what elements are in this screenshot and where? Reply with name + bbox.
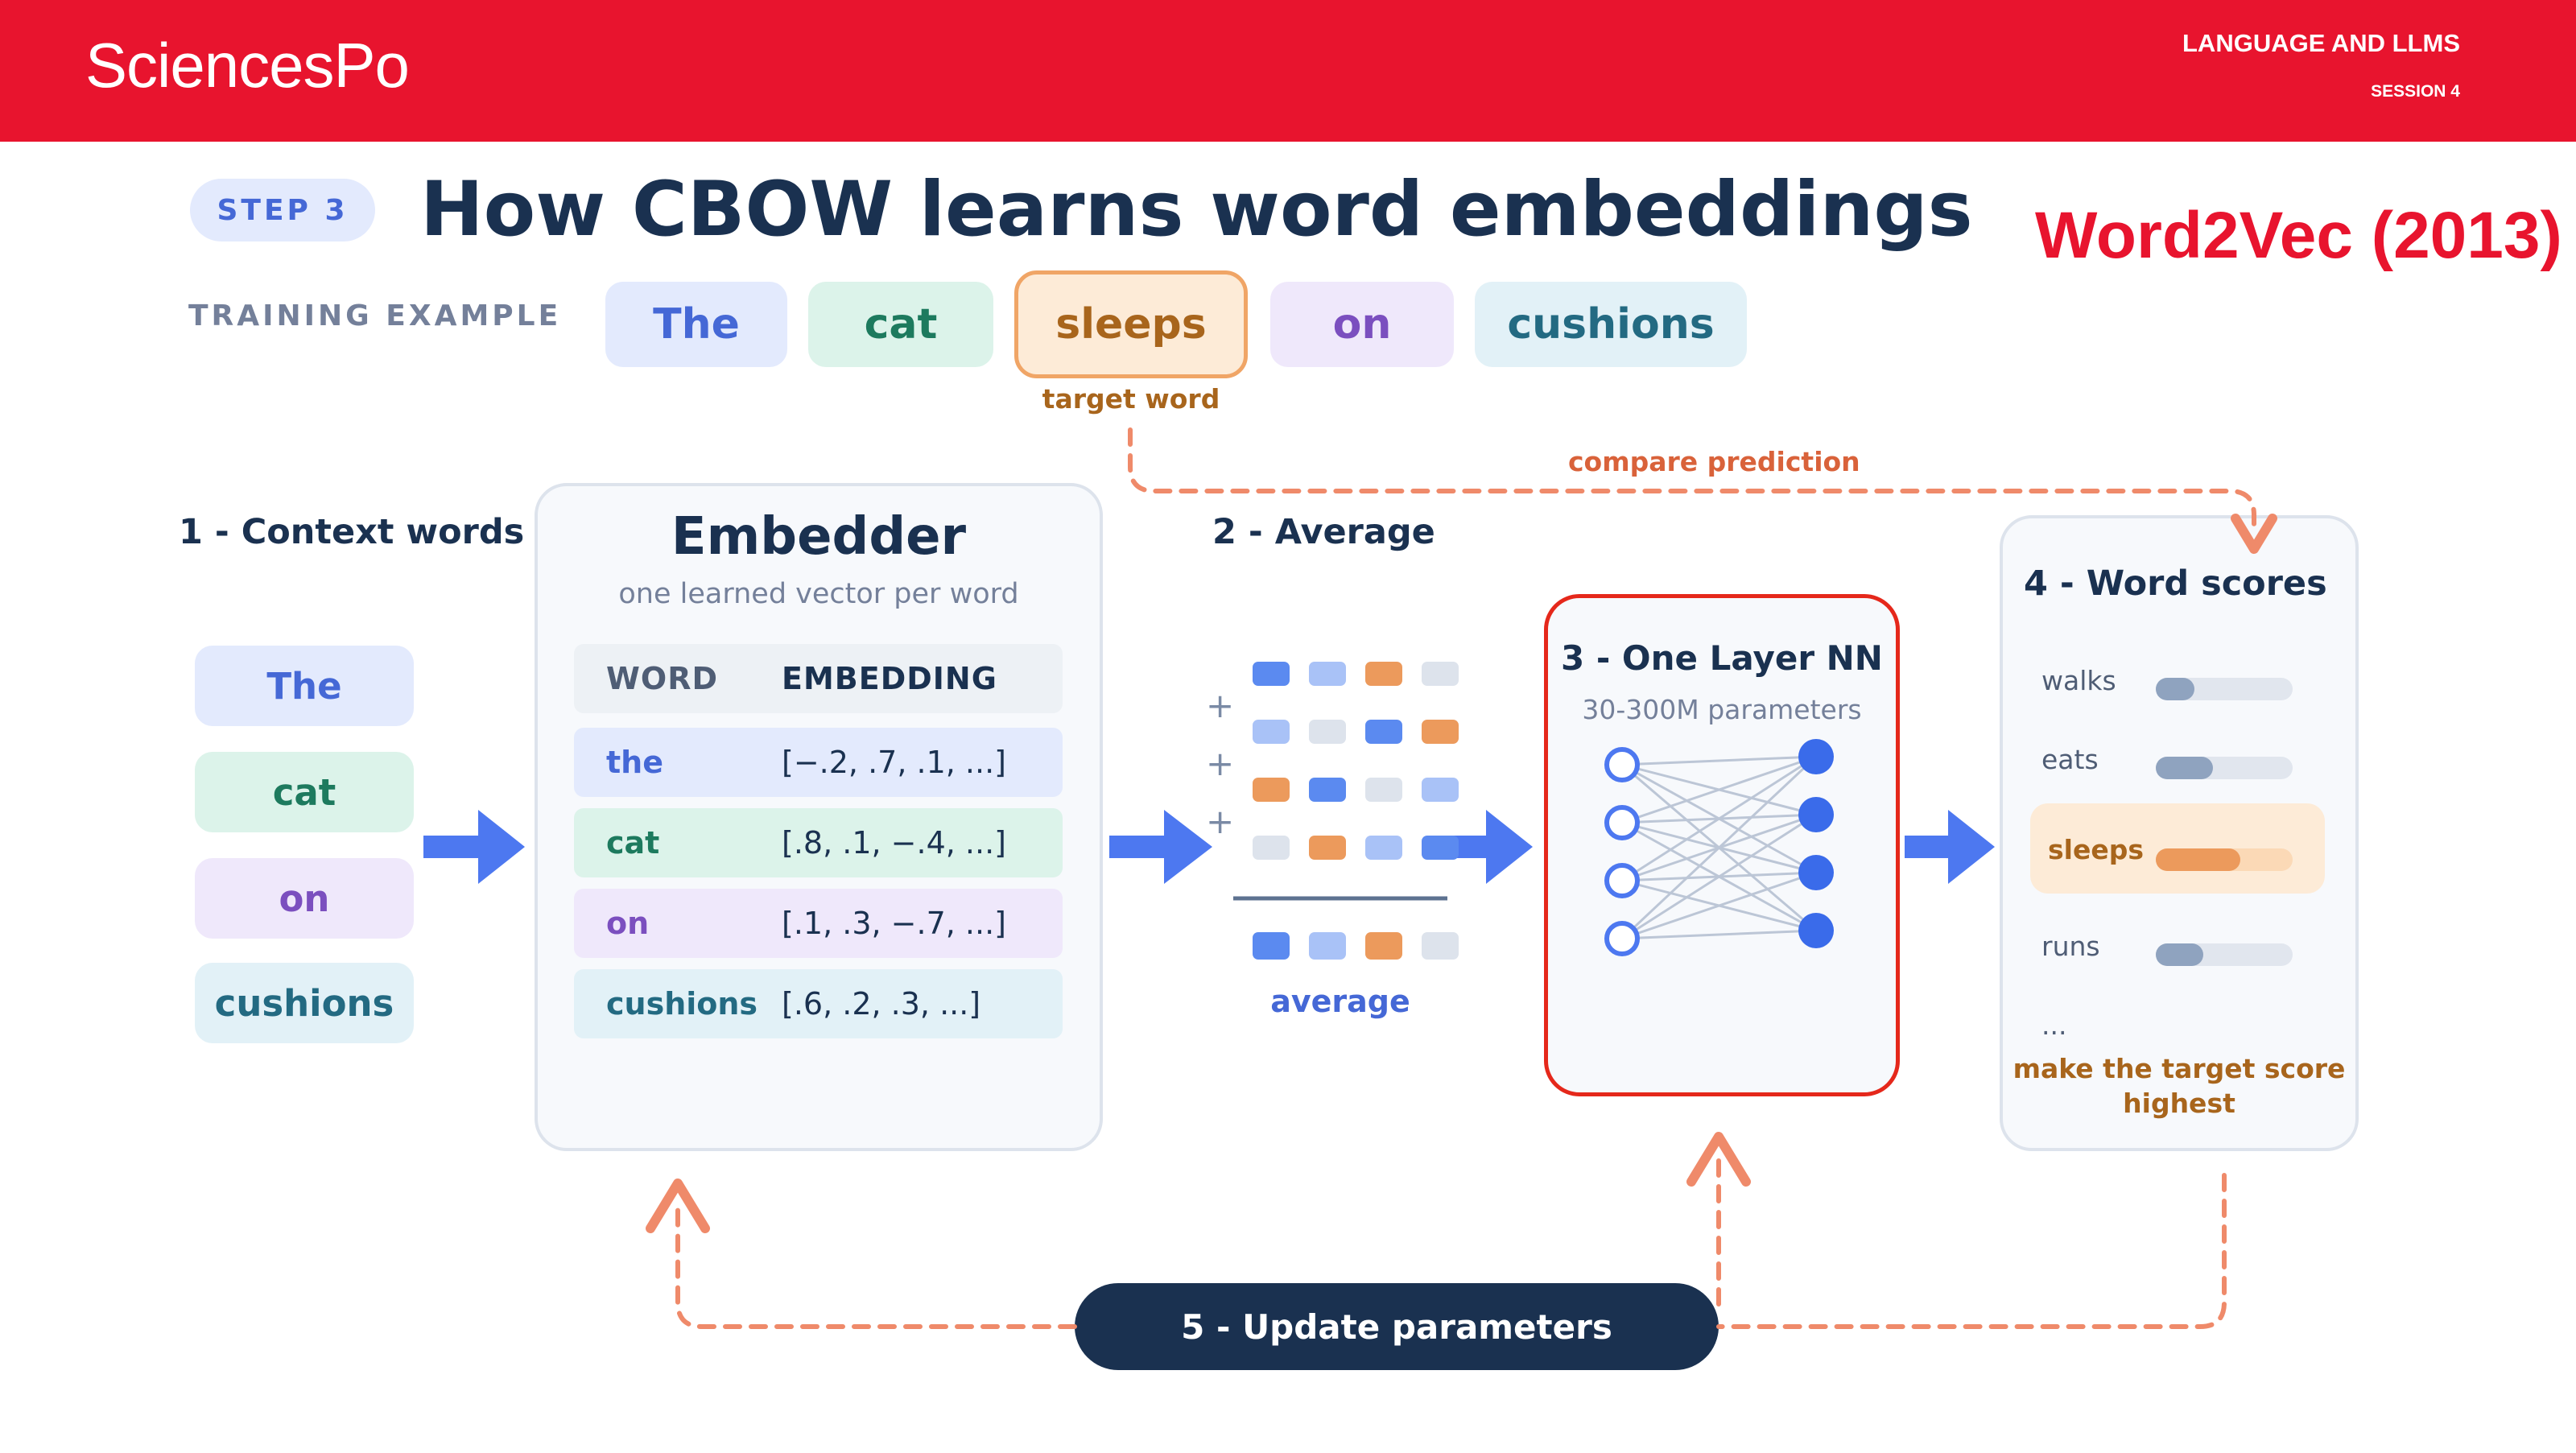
score-word-runs: runs: [2041, 931, 2100, 962]
slide-title: How CBOW learns word embeddings: [420, 166, 1973, 254]
embedding-row-cat: cat [.8, .1, −.4, ...]: [574, 808, 1063, 877]
vector-cell: [1253, 836, 1290, 860]
token-on: on: [1270, 282, 1454, 367]
target-word-label: target word: [1042, 383, 1220, 415]
context-words-label: 1 - Context words: [179, 512, 525, 552]
context-word-on: on: [195, 858, 414, 939]
context-word-cushions: cushions: [195, 963, 414, 1043]
score-word-eats: eats: [2041, 744, 2099, 775]
embedding-vector: [−.2, .7, .1, ...]: [782, 745, 1006, 780]
corner-note: Word2Vec (2013): [2035, 199, 2562, 272]
arrowhead-into-nn: [1686, 1132, 1751, 1187]
token-the: The: [605, 282, 787, 367]
step-badge: STEP 3: [190, 179, 375, 241]
token-cushions: cushions: [1475, 282, 1747, 367]
embedding-vector: [.8, .1, −.4, ...]: [782, 825, 1006, 861]
vector-cell: [1365, 662, 1402, 686]
vector-cell: [1253, 662, 1290, 686]
update-to-embedder-line: [675, 1197, 1077, 1329]
vector-cell: [1253, 720, 1290, 744]
token-cat: cat: [808, 282, 993, 367]
context-word-the: The: [195, 646, 414, 726]
update-parameters-pill: 5 - Update parameters: [1075, 1283, 1719, 1370]
sciencespo-logo: SciencesPo: [85, 30, 410, 101]
average-label: 2 - Average: [1212, 512, 1435, 552]
embedder-subtitle: one learned vector per word: [618, 578, 1019, 610]
embedder-title: Embedder: [671, 507, 967, 567]
vector-cell: [1309, 778, 1346, 802]
vector-cell: [1365, 720, 1402, 744]
scores-to-update-line: [1716, 1173, 2227, 1329]
embedding-vector: [.6, .2, .3, ...]: [782, 986, 981, 1022]
context-word-cat: cat: [195, 752, 414, 832]
vector-cell: [1309, 662, 1346, 686]
compare-prediction-label: compare prediction: [1568, 446, 1860, 477]
vector-cell: [1309, 720, 1346, 744]
embedding-vector: [.1, .3, −.7, ...]: [782, 906, 1006, 941]
arrow-average-to-nn: [1438, 810, 1533, 884]
target-score-note: make the target score highest: [2013, 1053, 2346, 1119]
training-example-label: TRAINING EXAMPLE: [188, 299, 562, 332]
embedding-word: cushions: [606, 986, 758, 1022]
arrow-embedder-to-average: [1109, 810, 1212, 884]
column-header-embedding: EMBEDDING: [782, 661, 997, 696]
token-sleeps-target: sleeps: [1014, 270, 1248, 378]
score-word-sleeps: sleeps: [2048, 834, 2144, 865]
average-result-label: average: [1270, 984, 1410, 1019]
course-title: LANGUAGE AND LLMS: [2182, 29, 2460, 57]
embedding-word: the: [606, 745, 663, 780]
vector-cell: [1422, 778, 1459, 802]
embedding-word: on: [606, 906, 650, 941]
embedding-row-the: the [−.2, .7, .1, ...]: [574, 728, 1063, 797]
session-label: SESSION 4: [2371, 82, 2460, 101]
arrowhead-into-embedder: [646, 1178, 710, 1233]
arrow-nn-to-scores: [1905, 810, 1995, 884]
plus-sign: +: [1206, 686, 1235, 725]
vector-cell: [1309, 836, 1346, 860]
score-word-walks: walks: [2041, 665, 2116, 696]
average-vector-cell: [1422, 932, 1459, 960]
header-bar: [0, 0, 2576, 142]
average-vector-cell: [1365, 932, 1402, 960]
vector-cell: [1365, 778, 1402, 802]
vector-cell: [1422, 662, 1459, 686]
plus-sign: +: [1206, 744, 1235, 783]
word-scores-title: 4 - Word scores: [2024, 563, 2327, 604]
nn-parameter-count: 30-300M parameters: [1582, 694, 1862, 725]
embedding-row-cushions: cushions [.6, .2, .3, ...]: [574, 969, 1063, 1038]
embedding-row-on: on [.1, .3, −.7, ...]: [574, 889, 1063, 958]
average-vector-cell: [1309, 932, 1346, 960]
average-vector-cell: [1253, 932, 1290, 960]
vector-cell: [1422, 720, 1459, 744]
embedding-word: cat: [606, 825, 660, 861]
column-header-word: WORD: [606, 661, 719, 696]
nn-title: 3 - One Layer NN: [1561, 638, 1883, 678]
vector-cell: [1422, 836, 1459, 860]
vector-cell: [1365, 836, 1402, 860]
average-vector-blocks: [1253, 662, 1459, 960]
vector-cell: [1253, 778, 1290, 802]
score-ellipsis: ...: [2041, 1009, 2067, 1041]
arrow-context-to-embedder: [423, 810, 525, 884]
embedding-table-header: WORD EMBEDDING: [574, 644, 1063, 713]
plus-sign: +: [1206, 802, 1235, 841]
